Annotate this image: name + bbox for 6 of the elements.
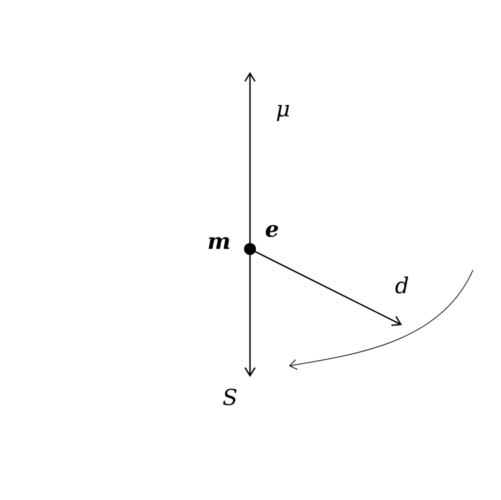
- vector-label: μ: [276, 105, 290, 121]
- vector-label: S: [223, 388, 237, 406]
- point-mass: [244, 242, 256, 255]
- point-label: e: [266, 224, 278, 237]
- point-label: m: [208, 237, 230, 249]
- vector-label: d: [395, 276, 408, 294]
